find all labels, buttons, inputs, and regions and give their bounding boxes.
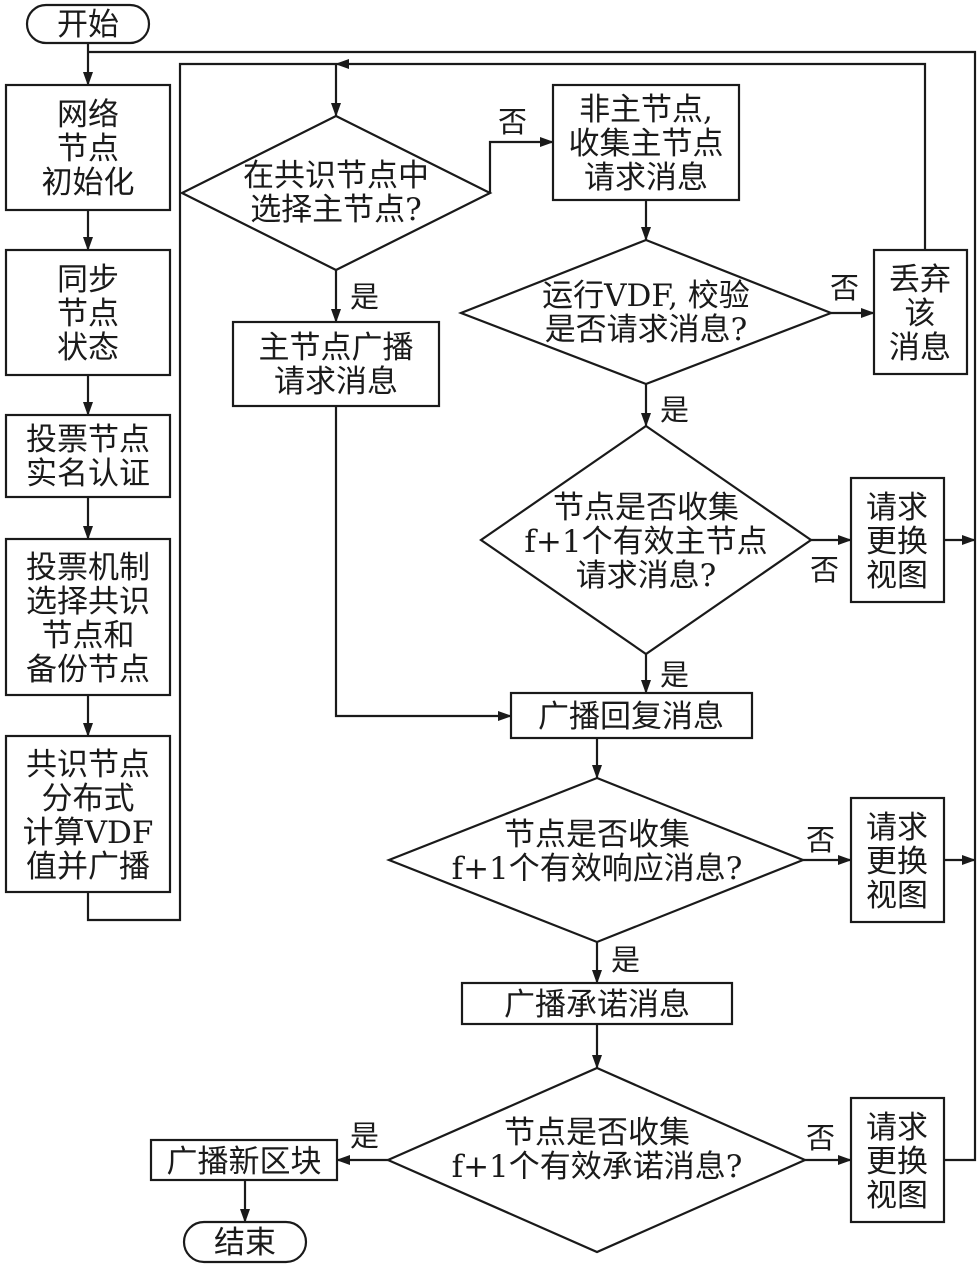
arrow-primary-broadcast-to-reply (334, 406, 512, 721)
node-texts: 开始 网络 节点 初始化 同步 节点 状态 投票节点 实名认证 投票机制 选择共… (23, 7, 951, 1261)
sync-box (4, 248, 172, 377)
discard-box (872, 248, 969, 376)
vote-box (4, 537, 172, 697)
collect-primary-line-3: 请求消息? (576, 558, 717, 594)
line-vdf-loop (86, 62, 336, 922)
end-terminal (182, 1220, 308, 1264)
non-primary-line-2: 收集主节点 (569, 126, 724, 162)
collect-primary-diamond (479, 424, 813, 656)
vote-line-3: 节点和 (42, 618, 135, 654)
label-collect-response-no: 否 (806, 823, 835, 857)
view-change-1-line-3: 视图 (866, 558, 928, 594)
collect-response-line-1: 节点是否收集 (504, 817, 690, 853)
arrow-select-no (488, 137, 554, 193)
label-select-yes: 是 (350, 280, 379, 314)
collect-response-line-2: f+1个有效响应消息? (452, 851, 743, 887)
vdf-calc-box (4, 734, 172, 894)
init-line-2: 节点 (57, 131, 119, 167)
broadcast-block-box (149, 1138, 339, 1182)
label-collect-primary-no: 否 (810, 553, 839, 587)
start-label: 开始 (57, 7, 119, 43)
arrow-discard-loop (335, 59, 927, 250)
view-change-1-line-2: 更换 (866, 524, 928, 560)
view-change-1-box (849, 476, 946, 604)
vdf-calc-line-1: 共识节点 (26, 747, 150, 783)
label-vdf-no: 否 (830, 271, 859, 305)
end-label: 结束 (214, 1225, 276, 1261)
sync-line-3: 状态 (57, 330, 119, 366)
label-collect-primary-yes: 是 (660, 658, 689, 692)
run-vdf-line-2: 是否请求消息? (545, 312, 748, 348)
label-collect-commit-yes: 是 (350, 1119, 379, 1153)
collect-response-diamond (386, 776, 806, 944)
view-change-3-box (849, 1096, 946, 1224)
realname-line-2: 实名认证 (26, 456, 150, 492)
select-primary-diamond (179, 114, 493, 272)
broadcast-commit-label: 广播承诺消息 (504, 987, 690, 1023)
run-vdf-diamond (457, 238, 835, 386)
label-collect-commit-no: 否 (806, 1121, 835, 1155)
collect-primary-line-2: f+1个有效主节点 (524, 524, 767, 560)
label-vdf-yes: 是 (660, 393, 689, 427)
vote-line-1: 投票机制 (26, 550, 150, 586)
view-change-2-line-1: 请求 (866, 810, 928, 846)
non-primary-line-1: 非主节点, (579, 92, 713, 128)
sync-line-1: 同步 (57, 262, 119, 298)
vdf-calc-line-3: 计算VDF (23, 815, 154, 851)
shapes (4, 3, 969, 1264)
label-collect-response-yes: 是 (611, 943, 640, 977)
view-change-2-box (849, 796, 946, 924)
view-change-3-line-1: 请求 (866, 1110, 928, 1146)
broadcast-reply-box (509, 691, 754, 740)
select-primary-line-1: 在共识节点中 (243, 158, 429, 194)
discard-line-2: 该 (905, 296, 936, 332)
primary-broadcast-line-2: 请求消息 (274, 364, 398, 400)
view-change-2-line-2: 更换 (866, 844, 928, 880)
non-primary-box (551, 83, 741, 202)
collect-commit-diamond (385, 1066, 808, 1254)
view-change-3-line-2: 更换 (866, 1144, 928, 1180)
primary-broadcast-box (231, 320, 441, 408)
init-line-3: 初始化 (42, 165, 135, 201)
sync-line-2: 节点 (57, 296, 119, 332)
view-change-2-line-3: 视图 (866, 878, 928, 914)
run-vdf-line-1: 运行VDF, 校验 (542, 278, 750, 314)
vdf-calc-line-2: 分布式 (42, 781, 135, 817)
line-right-loop (88, 50, 977, 1162)
collect-primary-line-1: 节点是否收集 (553, 490, 739, 526)
select-primary-line-2: 选择主节点? (250, 192, 422, 228)
init-line-1: 网络 (57, 97, 119, 133)
realname-line-1: 投票节点 (26, 422, 150, 458)
broadcast-block-label: 广播新区块 (167, 1144, 322, 1180)
broadcast-reply-label: 广播回复消息 (538, 699, 724, 735)
label-select-no: 否 (498, 105, 527, 139)
branch-labels: 是 否 否 是 否 是 否 是 否 是 (350, 105, 859, 1155)
discard-line-1: 丢弃 (889, 262, 951, 298)
start-terminal (25, 3, 151, 45)
vdf-calc-line-4: 值并广播 (26, 849, 150, 885)
collect-commit-line-2: f+1个有效承诺消息? (452, 1149, 743, 1185)
view-change-3-line-3: 视图 (866, 1178, 928, 1214)
view-change-1-line-1: 请求 (866, 490, 928, 526)
primary-broadcast-line-1: 主节点广播 (259, 330, 414, 366)
realname-box (4, 413, 172, 499)
collect-commit-line-1: 节点是否收集 (504, 1115, 690, 1151)
connectors (83, 44, 977, 1223)
vote-line-4: 备份节点 (26, 652, 150, 688)
init-box (4, 83, 172, 212)
discard-line-3: 消息 (889, 330, 951, 366)
vote-line-2: 选择共识 (26, 584, 150, 620)
non-primary-line-3: 请求消息 (584, 160, 708, 196)
broadcast-commit-box (460, 981, 734, 1026)
